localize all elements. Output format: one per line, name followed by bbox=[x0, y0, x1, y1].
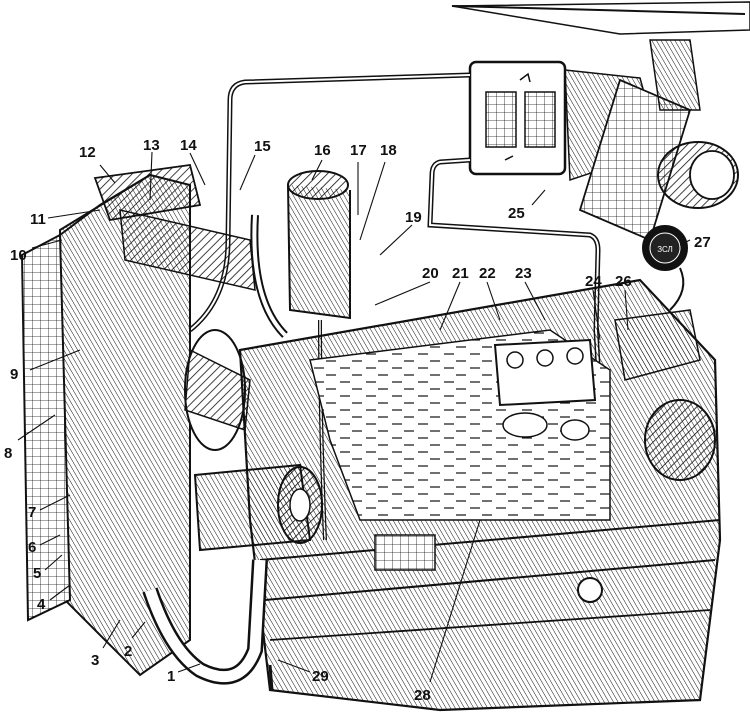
fan bbox=[184, 329, 251, 451]
label-28: 28 bbox=[414, 687, 431, 704]
label-22: 22 bbox=[479, 265, 496, 282]
label-15: 15 bbox=[254, 138, 271, 155]
label-20: 20 bbox=[422, 265, 439, 282]
label-25: 25 bbox=[508, 205, 525, 222]
label-14: 14 bbox=[180, 137, 197, 154]
hood-top bbox=[451, 1, 750, 35]
label-4: 4 bbox=[37, 596, 46, 613]
temperature-gauge: ЗСЛ bbox=[642, 225, 688, 311]
label-10: 10 bbox=[10, 247, 27, 264]
label-29: 29 bbox=[312, 668, 329, 685]
label-24: 24 bbox=[585, 273, 602, 290]
label-1: 1 bbox=[167, 668, 175, 685]
compressor bbox=[250, 170, 351, 338]
callout-labels: 1 2 3 4 5 6 7 8 9 10 11 12 13 14 15 16 1… bbox=[4, 137, 711, 704]
filters bbox=[493, 338, 597, 441]
label-12: 12 bbox=[79, 144, 96, 161]
radiator bbox=[20, 163, 256, 677]
label-5: 5 bbox=[33, 565, 41, 582]
label-8: 8 bbox=[4, 445, 12, 462]
label-26: 26 bbox=[615, 273, 632, 290]
label-7: 7 bbox=[28, 504, 36, 521]
label-16: 16 bbox=[314, 142, 331, 159]
label-13: 13 bbox=[143, 137, 160, 154]
gauge-face-text: ЗСЛ bbox=[657, 245, 673, 254]
label-6: 6 bbox=[28, 539, 36, 556]
label-11: 11 bbox=[30, 211, 46, 228]
starter-motor bbox=[193, 463, 323, 552]
label-27: 27 bbox=[694, 234, 711, 251]
generator bbox=[614, 309, 716, 481]
label-2: 2 bbox=[124, 643, 132, 660]
heater-fan bbox=[578, 39, 739, 242]
lower-hose bbox=[142, 559, 274, 691]
engine-block bbox=[238, 278, 722, 712]
label-18: 18 bbox=[380, 142, 397, 159]
label-17: 17 bbox=[350, 142, 367, 159]
label-3: 3 bbox=[91, 652, 99, 669]
label-9: 9 bbox=[10, 366, 18, 383]
leader-lines bbox=[17, 151, 691, 683]
label-21: 21 bbox=[452, 265, 469, 282]
label-23: 23 bbox=[515, 265, 532, 282]
label-19: 19 bbox=[405, 209, 422, 226]
